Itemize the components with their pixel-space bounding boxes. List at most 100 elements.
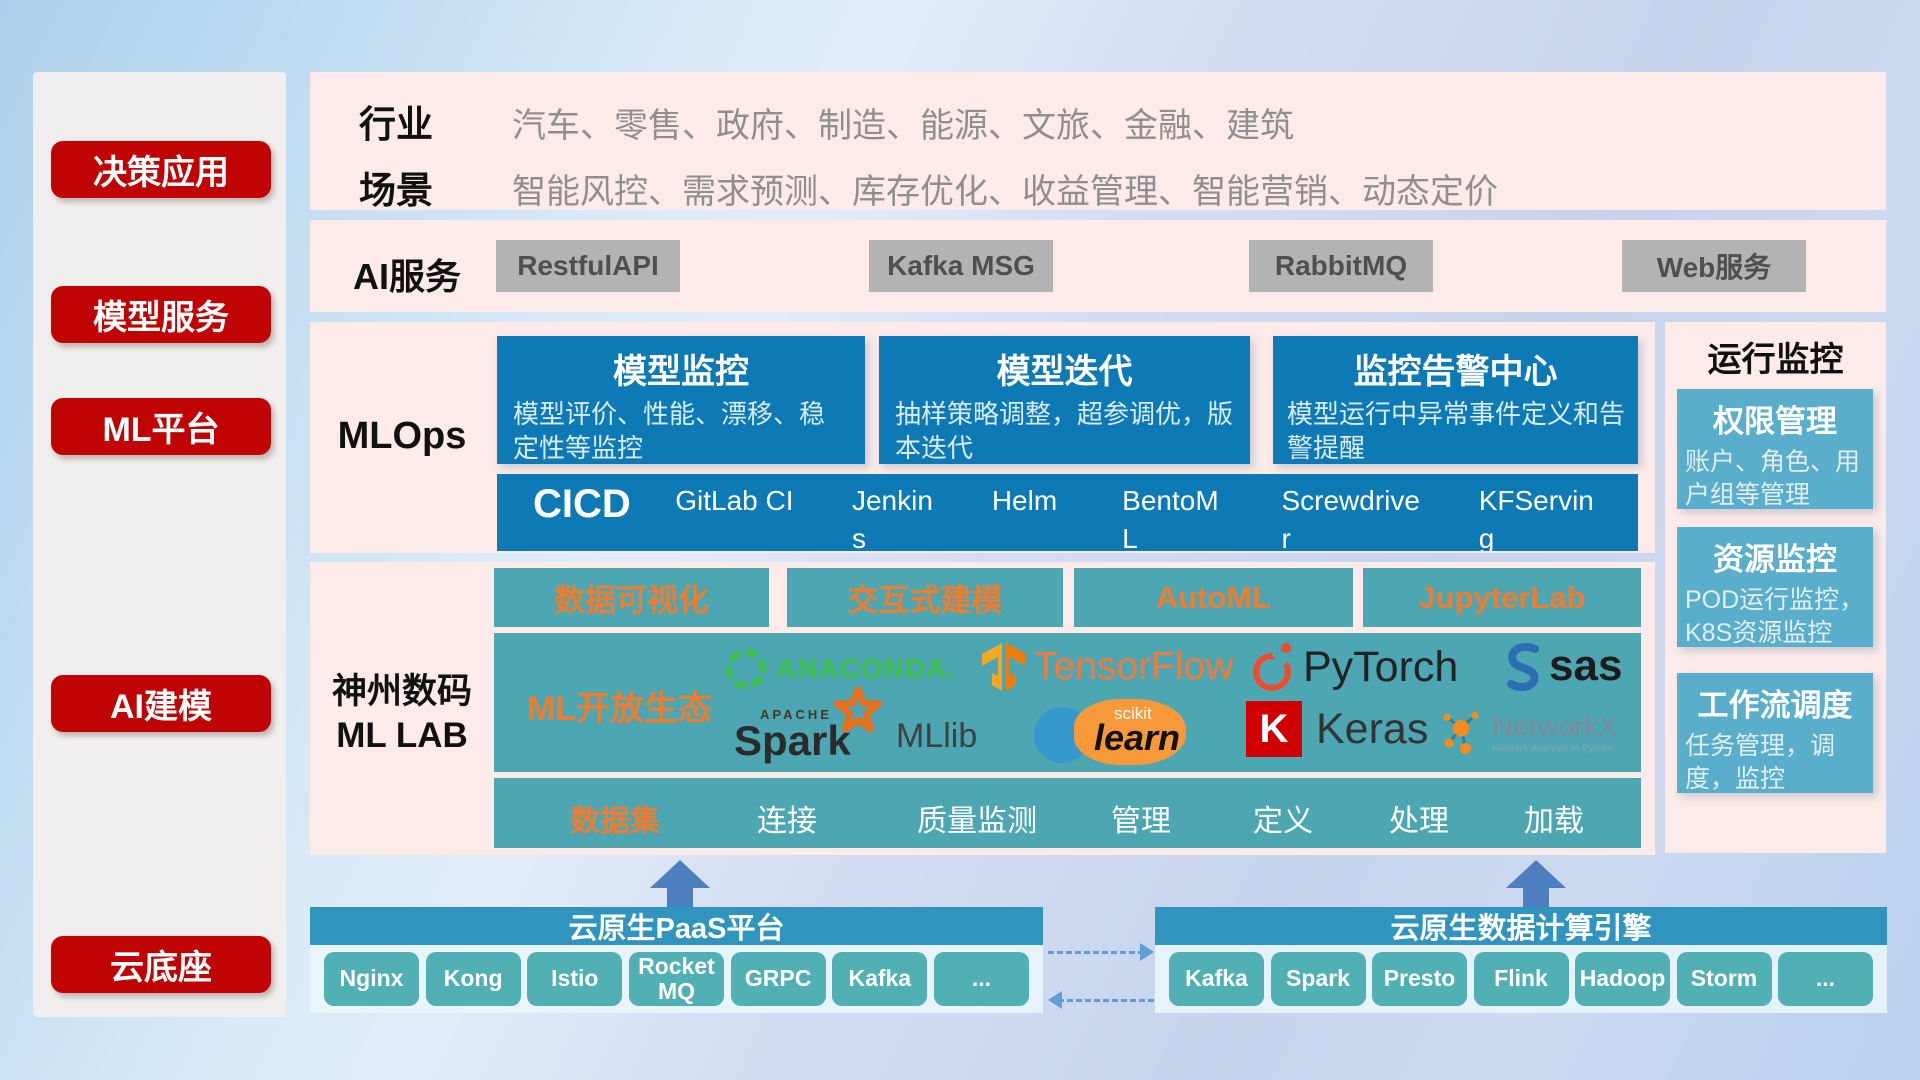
anaconda-text: ANACONDA. [776,653,957,684]
permission-title: 权限管理 [1713,404,1837,439]
sidebar-panel [33,72,286,1017]
pytorch-text: PyTorch [1303,642,1459,691]
sidebar-item-decision-apps[interactable]: 决策应用 [51,141,271,198]
model-iteration-desc: 抽样策略调整，超参调优，版本迭代 [895,399,1234,463]
hadoop-button[interactable]: Hadoop [1575,952,1670,1006]
spark-text: Spark [734,717,851,764]
web-service-button[interactable]: Web服务 [1622,240,1806,292]
spark-star-icon [834,687,882,733]
mllab-label-line2: ML LAB [336,715,468,755]
data-visualization-tab[interactable]: 数据可视化 [494,568,769,627]
alert-center-title: 监控告警中心 [1353,353,1558,391]
data-item-manage: 管理 [1111,805,1171,838]
kafka-button-right[interactable]: Kafka [1169,952,1264,1006]
sas-text: sas [1549,641,1623,690]
data-item-process: 处理 [1389,805,1449,838]
industry-label: 行业 [359,104,433,145]
data-engine-header: 云原生数据计算引擎 [1155,907,1887,945]
workflow-title: 工作流调度 [1697,688,1853,723]
jupyterlab-tab[interactable]: JupyterLab [1363,568,1641,627]
storm-button[interactable]: Storm [1676,952,1772,1006]
mlops-band: MLOps 模型监控 模型评价、性能、漂移、稳定性等监控 模型迭代 抽样策略调整… [310,322,1655,553]
tensorflow-icon [982,643,1026,691]
alert-center-desc: 模型运行中异常事件定义和告警提醒 [1287,399,1626,463]
more-button-left[interactable]: ... [933,952,1029,1006]
spark-logo: APACHE Spark MLlib [734,687,978,767]
permission-card: 权限管理 账户、角色、用户组等管理 [1677,389,1873,509]
rocketmq-button[interactable]: RocketMQ [628,952,724,1006]
sidebar-item-ml-platform[interactable]: ML平台 [51,398,271,455]
grpc-button[interactable]: GRPC [730,952,826,1006]
networkx-logo: NetworkX Network Analysis in Python [1438,707,1618,757]
gitlab-ci-item[interactable]: GitLab CI [675,485,794,516]
sidebar-item-ai-modeling[interactable]: AI建模 [51,675,271,732]
restfulapi-button[interactable]: RestfulAPI [496,240,680,292]
resource-card: 资源监控 POD运行监控，K8S资源监控 [1677,527,1873,647]
mllab-label: 神州数码 ML LAB [310,670,494,758]
spark-wordmark: APACHE Spark [734,687,882,767]
pytorch-logo: PyTorch [1249,641,1458,693]
dashed-arrow-right [1048,951,1144,954]
helm-item[interactable]: Helm [991,485,1058,516]
mlops-label: MLOps [337,415,467,457]
istio-button[interactable]: Istio [527,952,623,1006]
interactive-modeling-tab[interactable]: 交互式建模 [787,568,1063,627]
industry-band: 行业 汽车、零售、政府、制造、能源、文旅、金融、建筑 场景 智能风控、需求预测、… [310,72,1886,211]
data-item-load: 加载 [1524,805,1584,838]
sidebar-item-cloud-base[interactable]: 云底座 [51,936,271,993]
scene-label: 场景 [359,170,433,211]
data-item-quality: 质量监测 [917,805,1037,838]
dataset-label: 数据集 [570,805,660,838]
nginx-button[interactable]: Nginx [324,952,419,1006]
cicd-bar: CICD GitLab CI Jenkins Helm BentoML Scre… [497,474,1638,551]
networkx-text: NetworkX [1492,711,1618,743]
sklearn-top-text: scikit [1114,704,1152,723]
runtime-monitor-title: 运行监控 [1707,341,1844,379]
dashed-arrow-right-head [1140,943,1154,961]
dashed-arrow-left [1058,999,1154,1002]
runtime-monitor-panel: 运行监控 权限管理 账户、角色、用户组等管理 资源监控 POD运行监控，K8S资… [1665,322,1886,853]
keras-letter: K [1259,706,1289,751]
sklearn-logo: scikit learn [1034,699,1194,765]
mllab-band: 神州数码 ML LAB 数据可视化 交互式建模 AutoML JupyterLa… [310,562,1655,855]
paas-header: 云原生PaaS平台 [310,907,1043,945]
model-monitoring-card: 模型监控 模型评价、性能、漂移、稳定性等监控 [497,336,865,464]
cicd-title: CICD [533,482,631,526]
mllib-text: MLlib [896,716,978,755]
sklearn-script-text: learn [1094,717,1181,758]
bentoml-item[interactable]: BentoML [1122,485,1219,551]
presto-button[interactable]: Presto [1372,952,1467,1006]
data-item-define: 定义 [1253,805,1313,838]
screwdriver-item[interactable]: Screwdriver [1281,485,1420,551]
up-arrow-right [1506,860,1566,908]
paas-panel: Nginx Kong Istio RocketMQ GRPC Kafka ... [310,945,1043,1013]
flink-button[interactable]: Flink [1473,952,1569,1006]
anaconda-logo: ANACONDA. [726,649,956,689]
dataset-bar: 数据集 连接 质量监测 管理 定义 处理 加载 [494,778,1641,848]
networkx-subtext: Network Analysis in Python [1492,743,1614,753]
data-item-connect: 连接 [757,805,817,838]
sklearn-mark: scikit learn [1034,699,1194,765]
model-iteration-title: 模型迭代 [996,353,1133,391]
model-monitoring-title: 模型监控 [613,353,749,391]
mllab-label-line1: 神州数码 [331,672,472,711]
up-arrow-left [650,860,710,908]
keras-icon: K [1246,701,1302,757]
automl-tab[interactable]: AutoML [1074,568,1353,627]
kfserving-item[interactable]: KFServing [1478,485,1594,551]
model-monitoring-desc: 模型评价、性能、漂移、稳定性等监控 [513,399,826,463]
kafka-msg-button[interactable]: Kafka MSG [869,240,1053,292]
model-iteration-card: 模型迭代 抽样策略调整，超参调优，版本迭代 [879,336,1250,464]
spark-button[interactable]: Spark [1270,952,1366,1006]
rabbitmq-button[interactable]: RabbitMQ [1249,240,1433,292]
jenkins-item[interactable]: Jenkins [851,485,933,551]
kong-button[interactable]: Kong [425,952,521,1006]
sas-icon [1507,642,1539,691]
more-button-right[interactable]: ... [1778,952,1873,1006]
tensorflow-text: TensorFlow [1034,645,1234,688]
sidebar-item-model-services[interactable]: 模型服务 [51,286,271,343]
kafka-button-left[interactable]: Kafka [832,952,928,1006]
workflow-card: 工作流调度 任务管理，调度，监控 [1677,673,1873,793]
ai-service-label: AI服务 [353,256,462,297]
